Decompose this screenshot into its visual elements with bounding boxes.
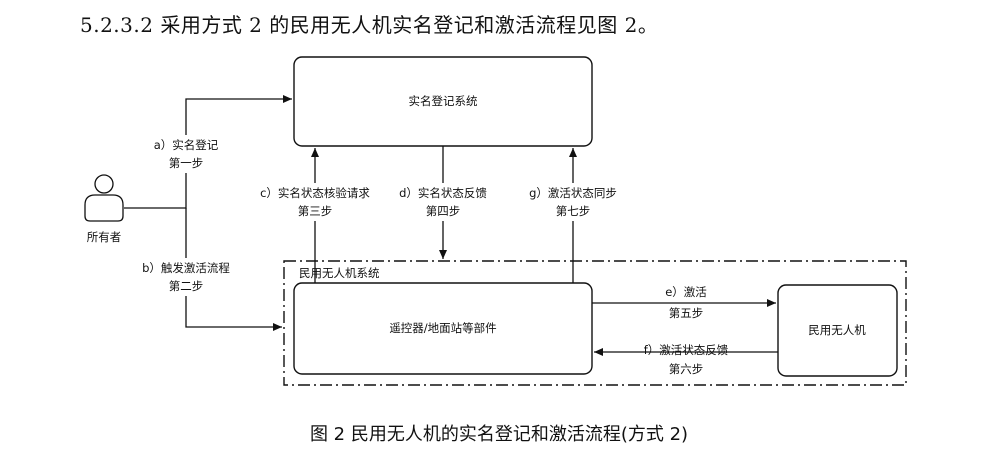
civil-uav-system-container xyxy=(283,260,907,386)
flow-g-step: 第七步 xyxy=(556,204,591,218)
flow-f-label: f）激活状态反馈 xyxy=(644,343,729,357)
flow-a-label: a）实名登记 xyxy=(154,138,219,152)
uav-node: 民用无人机 xyxy=(777,284,898,377)
flow-a-step: 第一步 xyxy=(169,156,204,170)
owner-icon xyxy=(84,174,124,222)
flow-e-step: 第五步 xyxy=(669,306,704,320)
section-heading: 5.2.3.2 采用方式 2 的民用无人机实名登记和激活流程见图 2。 xyxy=(80,13,659,37)
flow-c-step: 第三步 xyxy=(298,204,333,218)
flow-d-step: 第四步 xyxy=(426,204,461,218)
flow-f-step: 第六步 xyxy=(669,362,704,376)
flow-c-label: c）实名状态核验请求 xyxy=(260,186,370,200)
controller-node: 遥控器/地面站等部件 xyxy=(293,282,593,375)
flow-e-label: e）激活 xyxy=(665,285,707,299)
flow-b-step: 第二步 xyxy=(169,279,204,293)
owner-label: 所有者 xyxy=(87,230,122,244)
flow-b-label: b）触发激活流程 xyxy=(142,261,230,275)
uav-label: 民用无人机 xyxy=(808,323,866,337)
flow-g-label: g）激活状态同步 xyxy=(529,186,617,200)
flow-b-arrow xyxy=(185,208,282,331)
controller-label: 遥控器/地面站等部件 xyxy=(389,321,496,335)
flow-d-label: d）实名状态反馈 xyxy=(399,186,487,200)
figure-caption: 图 2 民用无人机的实名登记和激活流程(方式 2) xyxy=(309,424,689,445)
civil-uav-system-label: 民用无人机系统 xyxy=(299,266,380,280)
registration-system-node: 实名登记系统 xyxy=(293,56,593,147)
registration-system-label: 实名登记系统 xyxy=(409,94,478,108)
